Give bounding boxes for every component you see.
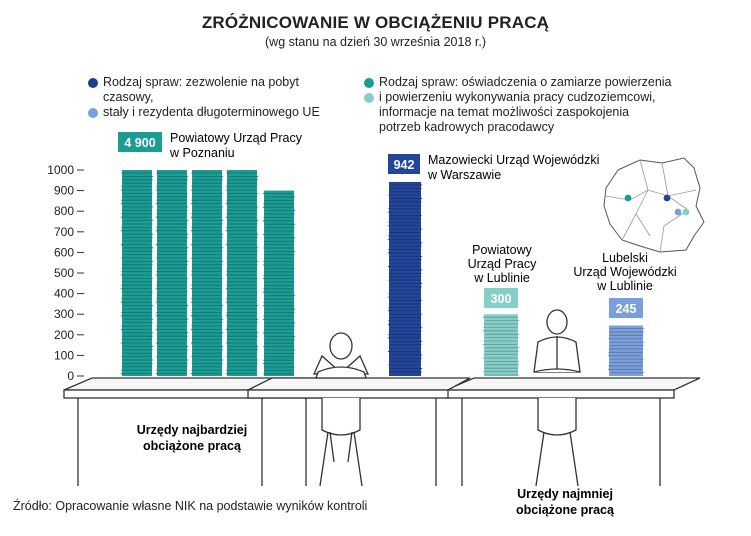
office-label-warszawa-line2: w Warszawie: [427, 168, 501, 182]
office-label-lublin-pup-line2: Urząd Pracy: [468, 257, 538, 271]
map-marker-lublin-pup: [682, 208, 690, 216]
table-middle: [247, 377, 471, 486]
office-label-lublin-uw-line1: Lubelski: [602, 251, 648, 265]
bar-poznan: [157, 170, 187, 376]
group-label-least-line2: obciążone pracą: [516, 503, 615, 517]
legend-work-line2: i powierzeniu wykonywania pracy cudzozie…: [379, 90, 656, 104]
badge-lublin-uw: 245: [609, 298, 643, 318]
office-label-poznan-line2: w Poznaniu: [169, 146, 235, 160]
value-label-poznan: 4 900: [124, 136, 155, 150]
bar-poznan: [227, 170, 257, 376]
legend-work-line1: Rodzaj spraw: oświadczenia o zamiarze po…: [379, 75, 672, 89]
y-tick-label: 200: [54, 328, 74, 342]
legend-dot-dark-teal: [364, 78, 374, 88]
map-marker-poznan: [624, 194, 632, 202]
office-label-lublin-pup-line3: w Lublinie: [473, 271, 530, 285]
y-axis: 0 100 200 300 400 500 600 700 800 900 1000: [47, 163, 84, 383]
y-tick-label: 1000: [47, 163, 74, 177]
paper-stack-poznan: [262, 190, 296, 376]
office-label-lublin-uw-line2: Urząd Wojewódzki: [573, 265, 676, 279]
chart-title: ZRÓŻNICOWANIE W OBCIĄŻENIU PRACĄ: [201, 13, 550, 32]
chart-subtitle: (wg stanu na dzień 30 września 2018 r.): [265, 35, 486, 49]
office-label-poznan-line1: Powiatowy Urząd Pracy: [170, 131, 303, 145]
map-marker-lublin-uw: [674, 208, 682, 216]
paper-stack-poznan: [190, 170, 224, 376]
y-tick-label: 900: [54, 184, 74, 198]
badge-lublin-pup: 300: [484, 288, 518, 308]
office-label-lublin-pup-line1: Powiatowy: [472, 243, 532, 257]
y-tick-label: 100: [54, 348, 74, 362]
bar-poznan: [264, 190, 294, 376]
value-label-lublin-pup: 300: [491, 292, 512, 306]
value-label-warszawa: 942: [394, 158, 415, 172]
office-label-lublin-uw-line3: w Lublinie: [596, 279, 653, 293]
group-label-most-line2: obciążone pracą: [143, 439, 242, 453]
poland-map: [603, 157, 705, 253]
group-label-most-line1: Urzędy najbardziej: [137, 423, 247, 437]
badge-warszawa: 942: [388, 154, 420, 174]
y-tick-label: 800: [54, 204, 74, 218]
paper-stack-lublin-uw: [607, 325, 645, 376]
legend-residence-line1: Rodzaj spraw: zezwolenie na pobyt czasow…: [103, 75, 299, 104]
bar-lublin-uw: [609, 325, 643, 376]
legend-residence-line2: stały i rezydenta długoterminowego UE: [103, 105, 320, 119]
paper-stack-poznan: [120, 170, 154, 376]
office-label-warszawa-line1: Mazowiecki Urząd Wojewódzki: [428, 153, 599, 167]
legend-work-line3: informacje na temat możliwości zaspokoje…: [379, 105, 630, 119]
paper-stacks: [120, 170, 645, 376]
source-note: Źródło: Opracowanie własne NIK na podsta…: [13, 499, 368, 513]
paper-stack-poznan: [225, 170, 259, 376]
y-tick-label: 600: [54, 245, 74, 259]
y-tick-label: 0: [67, 369, 74, 383]
legend-dot-light-teal: [364, 93, 374, 103]
y-tick-label: 300: [54, 307, 74, 321]
bar-poznan: [192, 170, 222, 376]
value-label-lublin-uw: 245: [616, 302, 637, 316]
y-tick-label: 400: [54, 287, 74, 301]
group-label-least-line1: Urzędy najmniej: [517, 487, 613, 501]
bar-warszawa: [389, 181, 421, 376]
legend-dot-light-blue: [88, 108, 98, 118]
map-marker-warszawa: [663, 194, 671, 202]
paper-stack-warszawa: [387, 181, 423, 376]
paper-stack-lublin-pup: [482, 314, 520, 376]
paper-stack-poznan: [155, 170, 189, 376]
person-calm: [533, 309, 581, 487]
badge-poznan: 4 900: [118, 132, 162, 152]
y-tick-label: 700: [54, 225, 74, 239]
legend-work-line4: potrzeb kadrowych pracodawcy: [379, 120, 555, 134]
bar-poznan: [122, 170, 152, 376]
person-stressed: [312, 332, 370, 487]
y-tick-label: 500: [54, 266, 74, 280]
legend-work: Rodzaj spraw: oświadczenia o zamiarze po…: [364, 75, 724, 135]
legend-residence: Rodzaj spraw: zezwolenie na pobyt czasow…: [88, 75, 348, 120]
legend-dot-dark-blue: [88, 78, 98, 88]
bar-lublin-pup: [484, 314, 518, 376]
